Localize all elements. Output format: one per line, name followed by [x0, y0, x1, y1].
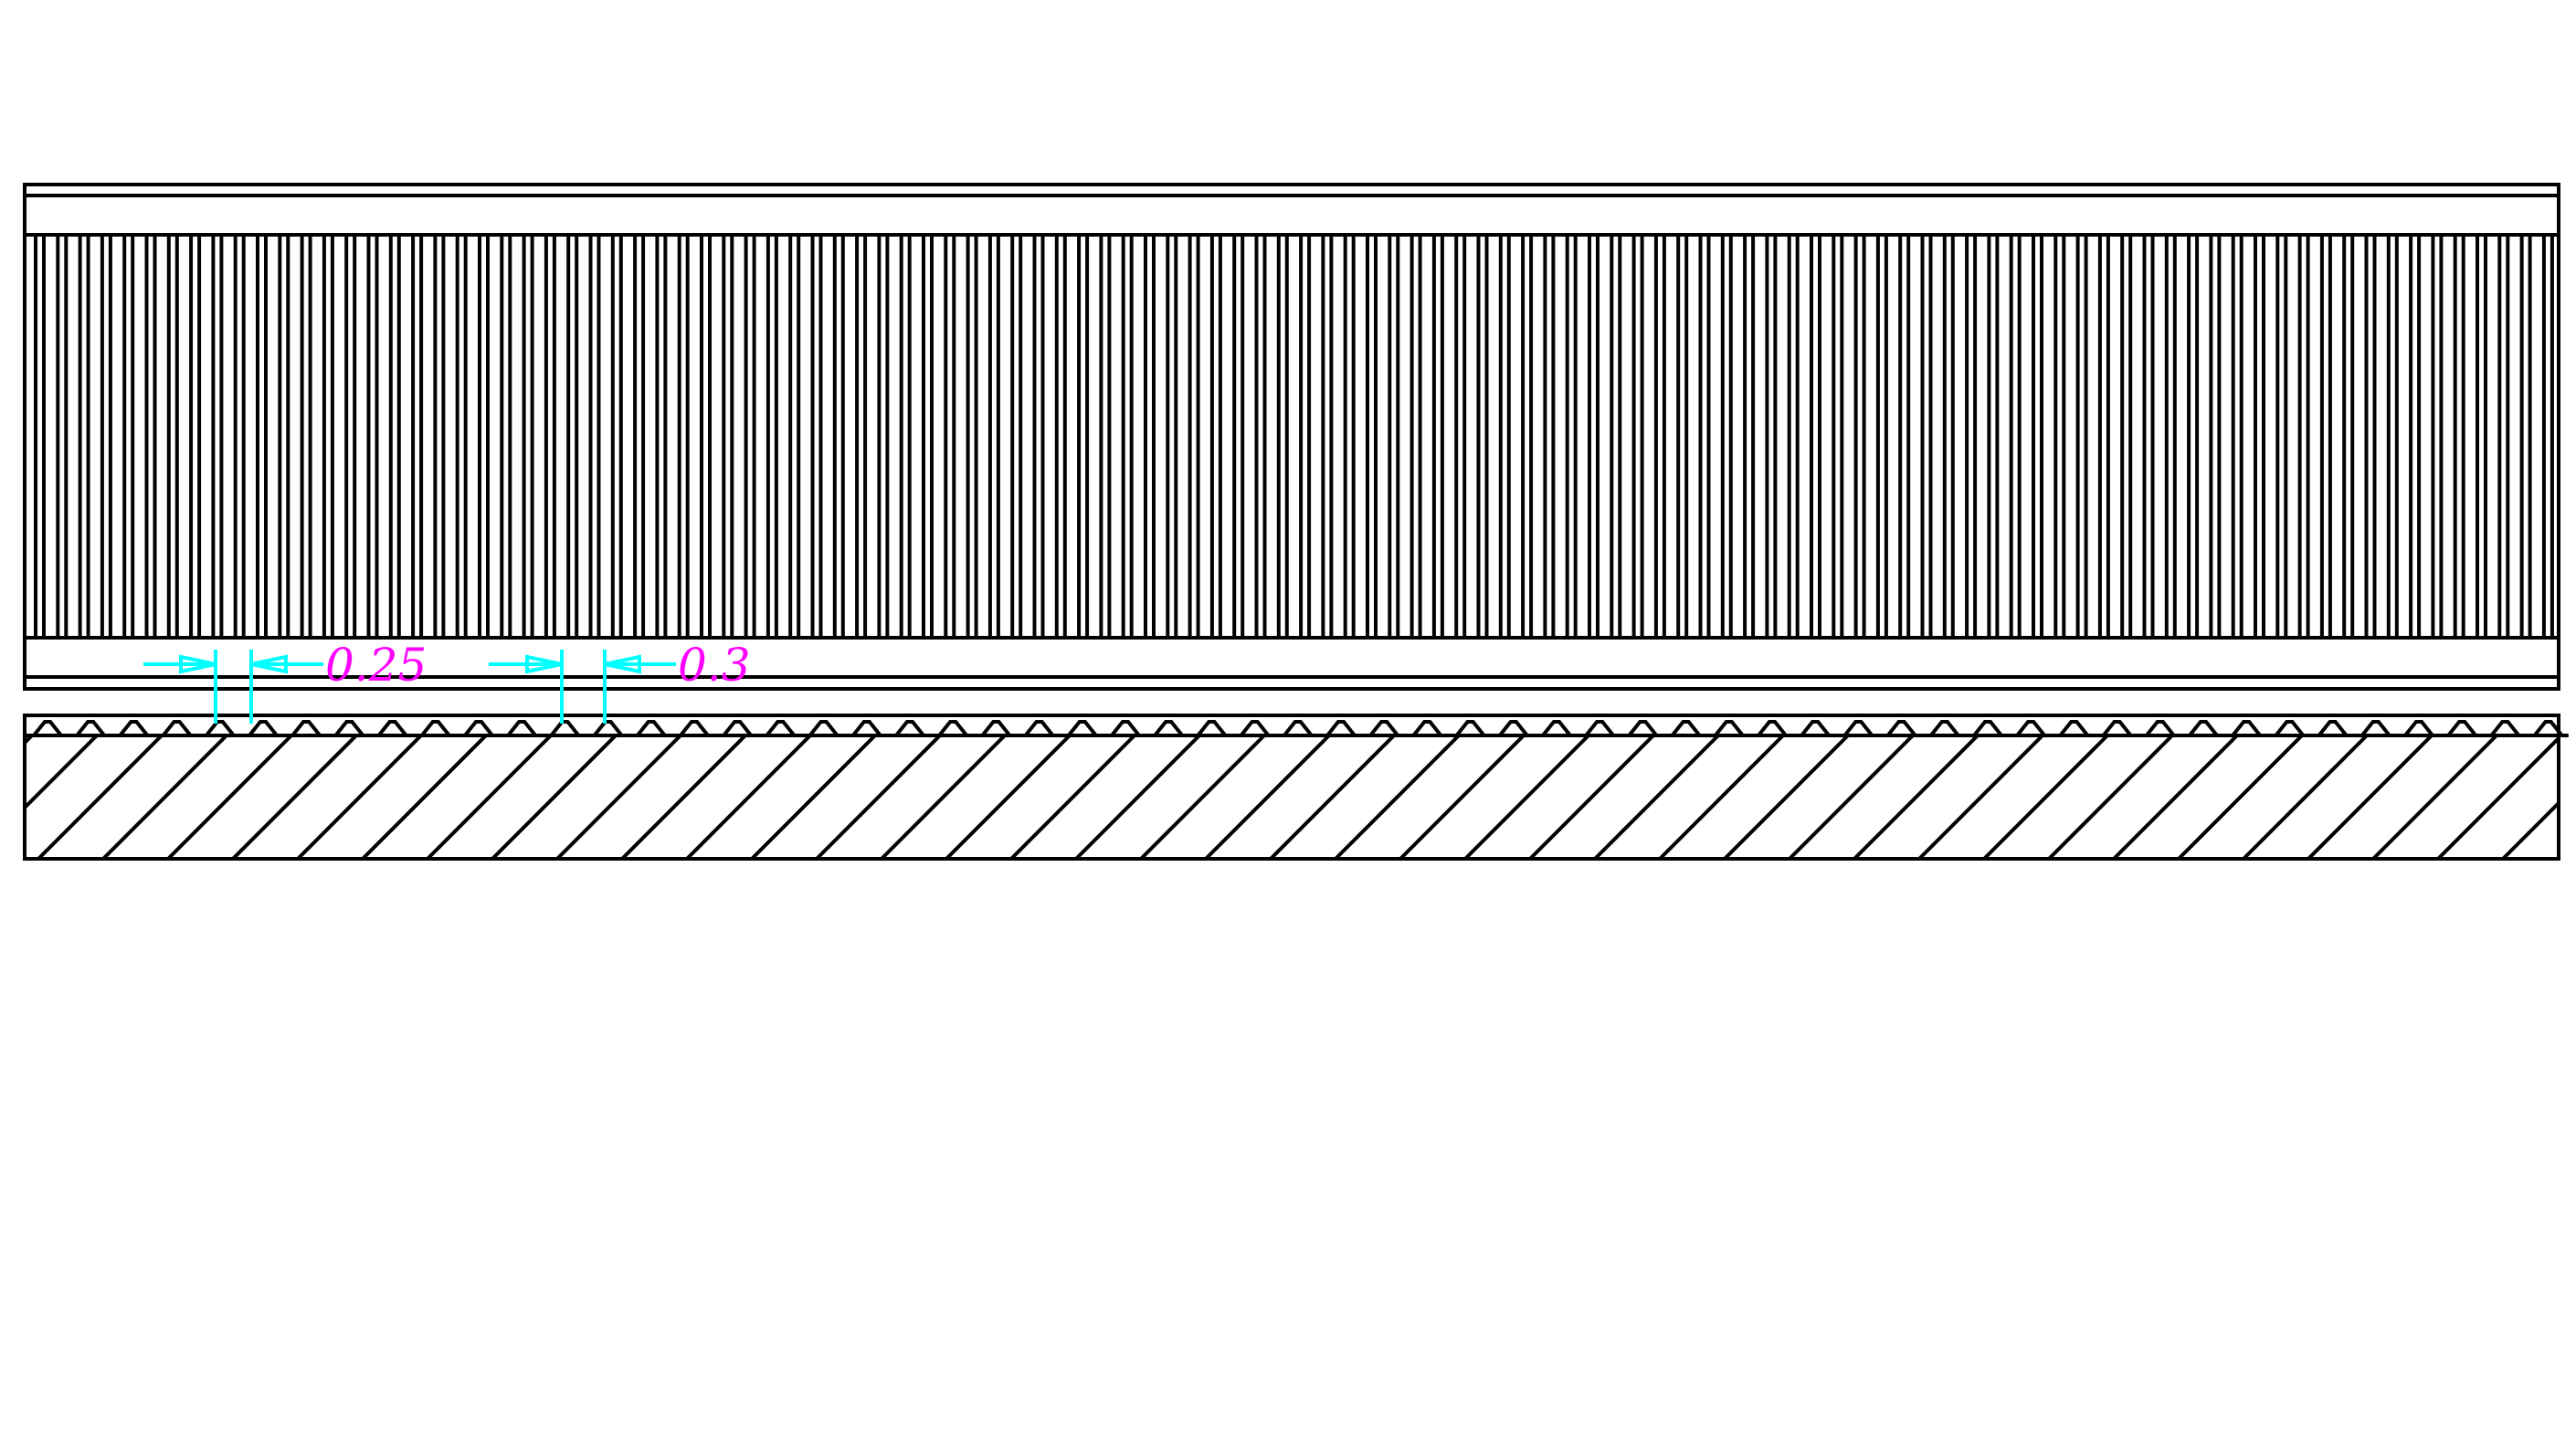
- hatch-line: [2242, 735, 2369, 859]
- hatch-line: [2307, 735, 2433, 859]
- dimension-0-3: [489, 650, 676, 724]
- hatch-line: [1463, 735, 1590, 859]
- hatch-line: [25, 735, 99, 810]
- hatch-line: [2436, 735, 2559, 859]
- hatch-line: [1982, 735, 2109, 859]
- hatch-line: [296, 735, 423, 859]
- arrowhead-icon: [250, 654, 288, 674]
- hatch-line: [2047, 735, 2174, 859]
- hatch-line: [1009, 735, 1136, 859]
- hatch-line: [620, 735, 747, 859]
- hatch-line: [1593, 735, 1720, 859]
- hatch-line: [361, 735, 488, 859]
- arrowhead-icon: [604, 654, 641, 674]
- hatch-line: [555, 735, 682, 859]
- arrowhead-icon: [179, 654, 216, 674]
- hatch-line: [1074, 735, 1201, 859]
- dimension-0-25: [143, 650, 323, 724]
- vertical-fin-lines: [34, 235, 2554, 638]
- arrowhead-icon: [525, 654, 563, 674]
- hatch-line: [1788, 735, 1915, 859]
- hatch-line: [750, 735, 877, 859]
- hatch-line: [166, 735, 293, 859]
- hatch-line: [491, 735, 618, 859]
- hatch-line: [945, 735, 1072, 859]
- hatch-line: [231, 735, 358, 859]
- hatch-line: [1399, 735, 1526, 859]
- hatch-line: [1528, 735, 1655, 859]
- dimension-label: 0.25: [325, 639, 427, 692]
- wave-profile: [25, 720, 2569, 737]
- hatch-line: [101, 735, 228, 859]
- upper-section: [23, 183, 2560, 691]
- lower-outline: [23, 714, 2560, 861]
- hatch-line: [1139, 735, 1266, 859]
- hatch-line: [25, 735, 34, 746]
- hatch-line: [1723, 735, 1850, 859]
- hatch-line: [1658, 735, 1785, 859]
- hatch-line: [1917, 735, 2044, 859]
- hatch-line: [1204, 735, 1331, 859]
- lower-section: [23, 714, 2576, 861]
- hatch-line: [2501, 800, 2559, 859]
- upper-outline: [23, 183, 2560, 691]
- hatch-line: [685, 735, 812, 859]
- hatch-line: [815, 735, 942, 859]
- hatch-line: [2112, 735, 2239, 859]
- hatch-line: [2371, 735, 2498, 859]
- hatch-line: [1269, 735, 1396, 859]
- section-hatch: [25, 735, 2576, 859]
- dimension-label: 0.3: [678, 639, 751, 692]
- hatch-line: [2177, 735, 2304, 859]
- hatch-line: [880, 735, 1007, 859]
- hatch-line: [37, 735, 164, 859]
- hatch-line: [426, 735, 553, 859]
- hatch-line: [2568, 735, 2576, 859]
- hatch-line: [1334, 735, 1461, 859]
- hatch-line: [1853, 735, 1980, 859]
